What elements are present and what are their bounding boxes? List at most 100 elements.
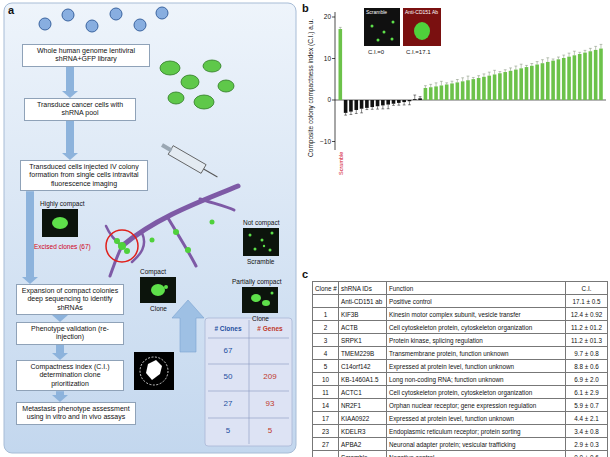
error-cap	[600, 44, 603, 45]
box-text: Transduce cancer cells with shRNA pool	[28, 101, 132, 118]
error-bar	[446, 83, 447, 85]
error-cap	[552, 58, 555, 59]
colony	[185, 247, 191, 253]
partial-colony	[251, 294, 261, 302]
cancer-cell	[168, 92, 184, 104]
error-cap	[573, 51, 576, 52]
compact-colony	[52, 217, 68, 229]
ci-circle	[140, 357, 168, 385]
bar	[573, 55, 577, 100]
table-cell: 23	[313, 425, 339, 438]
label: 50	[213, 372, 243, 382]
process-box: Transduce cancer cells with shRNA pool	[24, 98, 136, 121]
cancer-cell	[160, 61, 180, 75]
y-axis	[335, 12, 336, 150]
label: 67	[213, 346, 243, 356]
bar	[424, 88, 428, 100]
table-cell: Function	[387, 282, 566, 295]
label: 20	[311, 13, 331, 21]
axis-tick	[332, 100, 335, 101]
bar	[392, 100, 396, 104]
panel-background	[4, 3, 296, 453]
label: c	[302, 268, 308, 281]
error-cap	[419, 96, 422, 97]
bar	[386, 100, 390, 105]
error-bar	[441, 81, 442, 85]
bar	[402, 100, 406, 102]
error-cap	[467, 76, 470, 77]
arrow-head	[52, 395, 68, 402]
error-bar	[393, 104, 394, 106]
table-cell: 6.1 ± 2.9	[566, 386, 608, 399]
colony-outline	[146, 360, 162, 380]
ci-image	[134, 352, 174, 390]
error-bar	[537, 62, 538, 65]
error-cap	[440, 81, 443, 82]
arrow-head	[62, 153, 78, 160]
excision-circle	[106, 230, 138, 262]
bar	[370, 100, 374, 107]
error-cap	[413, 95, 416, 96]
label: # Genes	[250, 325, 290, 333]
bar	[434, 86, 438, 100]
table-cell: KIAA0922	[339, 412, 387, 425]
error-bar	[569, 53, 570, 57]
process-box: Whole human genome lentiviral shRNA+GFP …	[22, 44, 150, 67]
table-cell: 2	[313, 321, 339, 334]
table-cell: Scramble	[339, 451, 387, 457]
error-bar	[436, 83, 437, 87]
inset-image	[364, 8, 400, 46]
error-cap	[530, 63, 533, 64]
arrow-shaft	[56, 345, 64, 353]
bar	[594, 50, 598, 100]
table-cell: Negative control	[387, 451, 566, 457]
error-bar	[457, 80, 458, 83]
error-bar	[521, 64, 522, 68]
syringe-barrel	[168, 146, 206, 174]
error-cap	[435, 82, 438, 83]
error-cap	[451, 81, 454, 82]
error-bar	[558, 57, 559, 59]
table-row: 1KIF3BKinesin motor complex subunit, ves…	[313, 308, 608, 321]
error-cap	[387, 108, 390, 109]
label: Partially compact	[232, 278, 282, 286]
error-cap	[541, 59, 544, 60]
error-cap	[514, 66, 517, 67]
box-text: Expansion of compact colonies deep seque…	[20, 287, 120, 312]
colony	[150, 238, 155, 243]
compact-colony	[164, 285, 168, 289]
arrow-shaft	[66, 121, 74, 153]
error-bar	[600, 44, 601, 48]
error-bar	[398, 103, 399, 105]
cancer-cell	[194, 95, 214, 109]
arrow-shaft	[26, 191, 34, 277]
error-cap	[557, 57, 560, 58]
axis-tick	[332, 17, 335, 18]
table-cell: KB-1460A1.5	[339, 373, 387, 386]
table-cell: TMEM229B	[339, 347, 387, 360]
error-cap	[589, 48, 592, 49]
bar	[397, 100, 401, 103]
table-cell: 12.4 ± 0.92	[566, 308, 608, 321]
error-bar	[473, 77, 474, 79]
table-cell: APBA2	[339, 438, 387, 451]
table-row: 2ACTBCell cytoskeleton protein, cytoskel…	[313, 321, 608, 334]
label: Anti-CD151 Ab	[405, 9, 438, 15]
bar	[503, 72, 507, 100]
table-cell: SRPK1	[339, 334, 387, 347]
error-bar	[595, 46, 596, 50]
bar	[514, 70, 518, 100]
bar	[339, 29, 343, 100]
virus-particle	[62, 9, 74, 21]
arrow-shaft	[66, 67, 74, 91]
label: 209	[255, 372, 285, 382]
table-cell: 17.1 ± 0.5	[566, 295, 608, 308]
error-bar	[340, 27, 341, 29]
syringe-needle	[204, 169, 218, 177]
error-cap	[350, 114, 353, 115]
table-cell: 5.9 ± 0.7	[566, 399, 608, 412]
table-rule	[208, 364, 289, 365]
bar	[551, 61, 555, 100]
error-cap	[578, 52, 581, 53]
error-cap	[504, 69, 507, 70]
